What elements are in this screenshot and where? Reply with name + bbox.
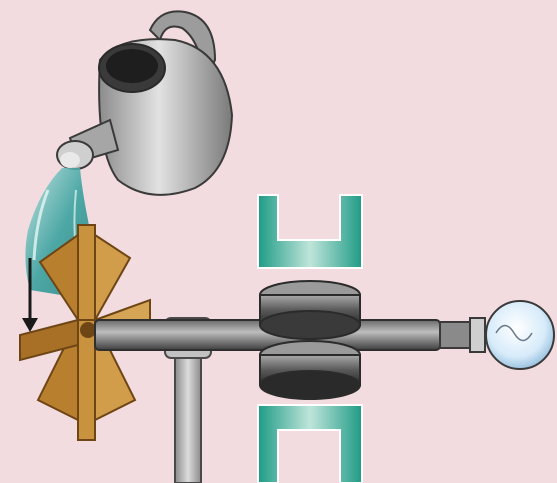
watering-can <box>57 11 232 194</box>
light-bulb <box>440 301 554 369</box>
lower-magnet <box>258 405 362 483</box>
upper-magnet <box>258 195 362 268</box>
